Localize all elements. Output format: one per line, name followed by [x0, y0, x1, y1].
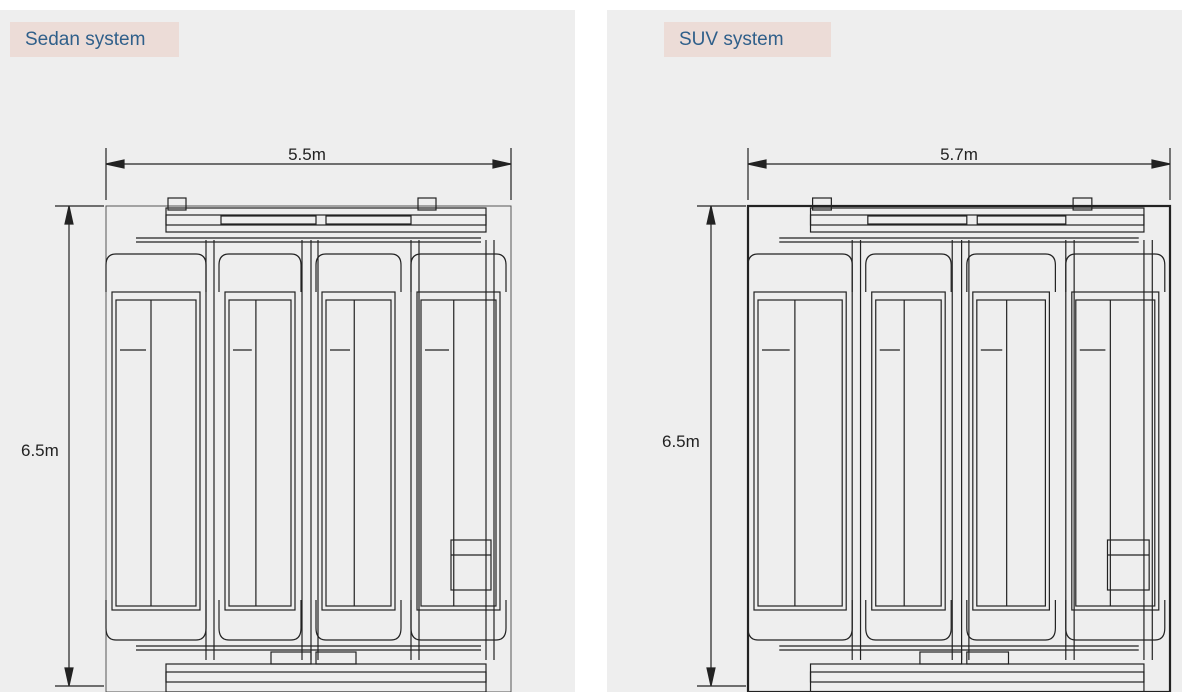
parking-machine [105, 197, 507, 692]
width-dimension [105, 148, 512, 200]
top-bracket [812, 197, 832, 211]
system-boundary [105, 205, 512, 692]
pallet-tray [753, 291, 847, 611]
top-bracket [417, 197, 437, 211]
side-ladder [450, 539, 492, 591]
pallet-top-cradle [966, 253, 1056, 292]
pallet-tray [871, 291, 946, 611]
system-boundary [746, 204, 1172, 692]
width-dimension [747, 148, 1171, 200]
pallet-tray-inner [875, 299, 942, 607]
pallet-bottom-cradle [747, 600, 853, 641]
pallet-top-cradle [410, 253, 507, 292]
pallet-tray-inner [1075, 299, 1156, 607]
top-drive-rail [809, 214, 1145, 226]
top-drive-motor [976, 215, 1067, 225]
pallet-tray-inner [976, 299, 1046, 607]
bottom-gear [966, 651, 1010, 665]
panel-title-sedan: Sedan system [10, 22, 179, 57]
pallet-bottom-cradle [218, 600, 302, 641]
height-dimension [55, 205, 104, 687]
pallet-tray [1071, 291, 1160, 611]
pallet-bottom-cradle [315, 600, 402, 641]
pallet-tray-inner [325, 299, 392, 607]
pallet-tray [111, 291, 201, 611]
bottom-drive-rail [165, 671, 487, 683]
pallet-tray-inner [115, 299, 197, 607]
pallet-top-cradle [1065, 253, 1166, 292]
pallet-bottom-cradle [410, 600, 507, 641]
suv-diagram: 5.7m 6.5m [662, 145, 1172, 692]
pallet-tray-inner [228, 299, 292, 607]
width-label: 5.7m [940, 145, 978, 164]
pallet-tray [416, 291, 501, 611]
pallet-top-cradle [865, 253, 952, 292]
pallet-tray-inner [420, 299, 497, 607]
top-drive-motor [220, 215, 317, 225]
bottom-drive-frame [165, 663, 487, 692]
pallet-tray [972, 291, 1050, 611]
top-drive-motor [325, 215, 412, 225]
height-dimension [697, 205, 746, 687]
pallet-bottom-cradle [865, 600, 952, 641]
bottom-drive-frame [809, 663, 1145, 692]
pallet-tray-inner [757, 299, 843, 607]
bottom-gear [270, 651, 312, 665]
top-drive-motor [867, 215, 968, 225]
pallet-tray [321, 291, 396, 611]
pallet-bottom-cradle [105, 600, 207, 641]
width-label: 5.5m [288, 145, 326, 164]
height-label: 6.5m [21, 441, 59, 460]
suv-panel: SUV system 5.7m 6.5m [607, 10, 1182, 692]
panel-title-suv: SUV system [664, 22, 831, 57]
pallet-bottom-cradle [1065, 600, 1166, 641]
side-ladder [1106, 539, 1150, 591]
bottom-gear [315, 651, 357, 665]
sedan-diagram: 5.5m 6.5m [21, 145, 512, 692]
height-label: 6.5m [662, 432, 700, 451]
pallet-top-cradle [747, 253, 853, 292]
pallet-top-cradle [105, 253, 207, 292]
pallet-top-cradle [315, 253, 402, 292]
pallet-bottom-cradle [966, 600, 1056, 641]
bottom-gear [919, 651, 963, 665]
sedan-panel: Sedan system 5.5m 6.5m [0, 10, 575, 692]
top-drive-rail [165, 214, 487, 226]
top-bracket [167, 197, 187, 211]
top-bracket [1072, 197, 1093, 211]
parking-machine [747, 197, 1166, 692]
bottom-drive-rail [809, 671, 1145, 683]
pallet-tray [224, 291, 296, 611]
pallet-top-cradle [218, 253, 302, 292]
